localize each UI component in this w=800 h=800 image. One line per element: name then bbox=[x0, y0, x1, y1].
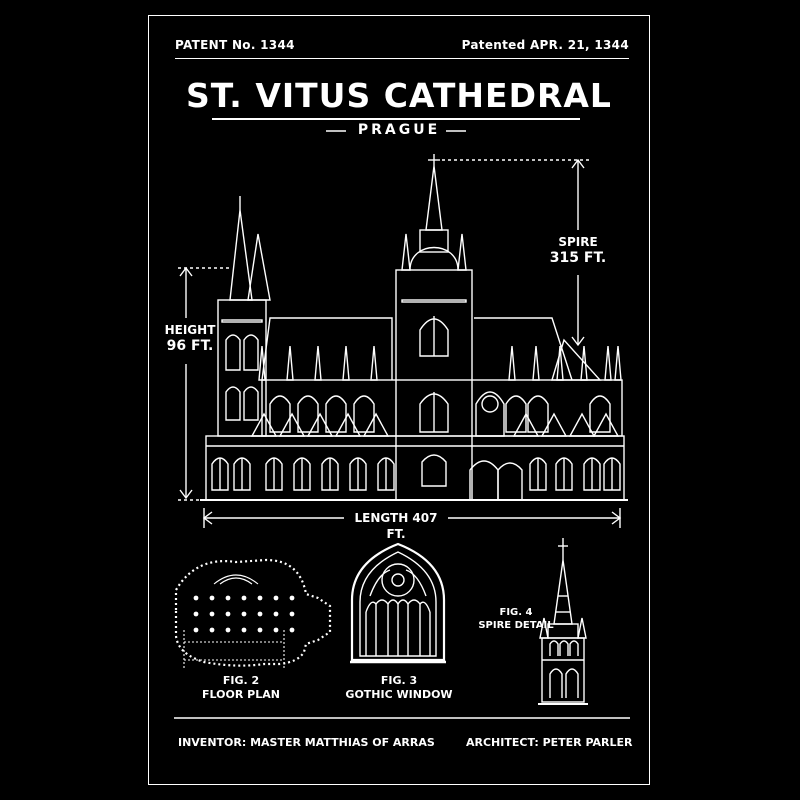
height-dimension bbox=[178, 266, 232, 501]
spire-detail-drawing bbox=[538, 538, 588, 705]
length-dimension bbox=[202, 508, 622, 528]
patent-poster: PATENT No. 1344 Patented APR. 21, 1344 S… bbox=[148, 15, 650, 785]
height-dimension-label: HEIGHT 96 FT. bbox=[160, 322, 220, 354]
page-title: ST. VITUS CATHEDRAL bbox=[186, 76, 612, 115]
fig3-title: GOTHIC WINDOW bbox=[345, 688, 453, 701]
fig3-caption: FIG. 3 GOTHIC WINDOW bbox=[344, 674, 454, 702]
floor-plan-detail bbox=[183, 574, 295, 670]
patent-number: PATENT No. 1344 bbox=[175, 38, 295, 52]
fig2-number: FIG. 2 bbox=[222, 674, 260, 687]
fig4-title: SPIRE DETAIL bbox=[478, 620, 554, 631]
height-label: HEIGHT bbox=[164, 323, 216, 337]
architect-credit: ARCHITECT: PETER PARLER bbox=[466, 736, 633, 749]
fig2-title: FLOOR PLAN bbox=[202, 688, 280, 701]
fig3-number: FIG. 3 bbox=[380, 674, 418, 687]
spire-label: SPIRE bbox=[558, 235, 598, 249]
length-dimension-label: LENGTH 407 FT. bbox=[354, 511, 438, 541]
page-subtitle: PRAGUE bbox=[357, 122, 441, 138]
header-rule bbox=[175, 58, 629, 59]
floor-plan-drawing bbox=[174, 558, 332, 667]
spire-dimension bbox=[442, 158, 590, 347]
spire-dimension-label: SPIRE 315 FT. bbox=[548, 234, 608, 266]
inventor-credit: INVENTOR: MASTER MATTHIAS OF ARRAS bbox=[178, 736, 435, 749]
fig2-caption: FIG. 2 FLOOR PLAN bbox=[186, 674, 296, 702]
patented-date: Patented APR. 21, 1344 bbox=[461, 38, 629, 52]
fig4-caption: FIG. 4 SPIRE DETAIL bbox=[474, 606, 558, 632]
gothic-window-drawing bbox=[350, 542, 446, 664]
height-value: 96 FT. bbox=[166, 338, 214, 354]
cathedral-elevation bbox=[200, 154, 628, 501]
fig4-number: FIG. 4 bbox=[499, 607, 533, 618]
spire-value: 315 FT. bbox=[549, 250, 607, 266]
